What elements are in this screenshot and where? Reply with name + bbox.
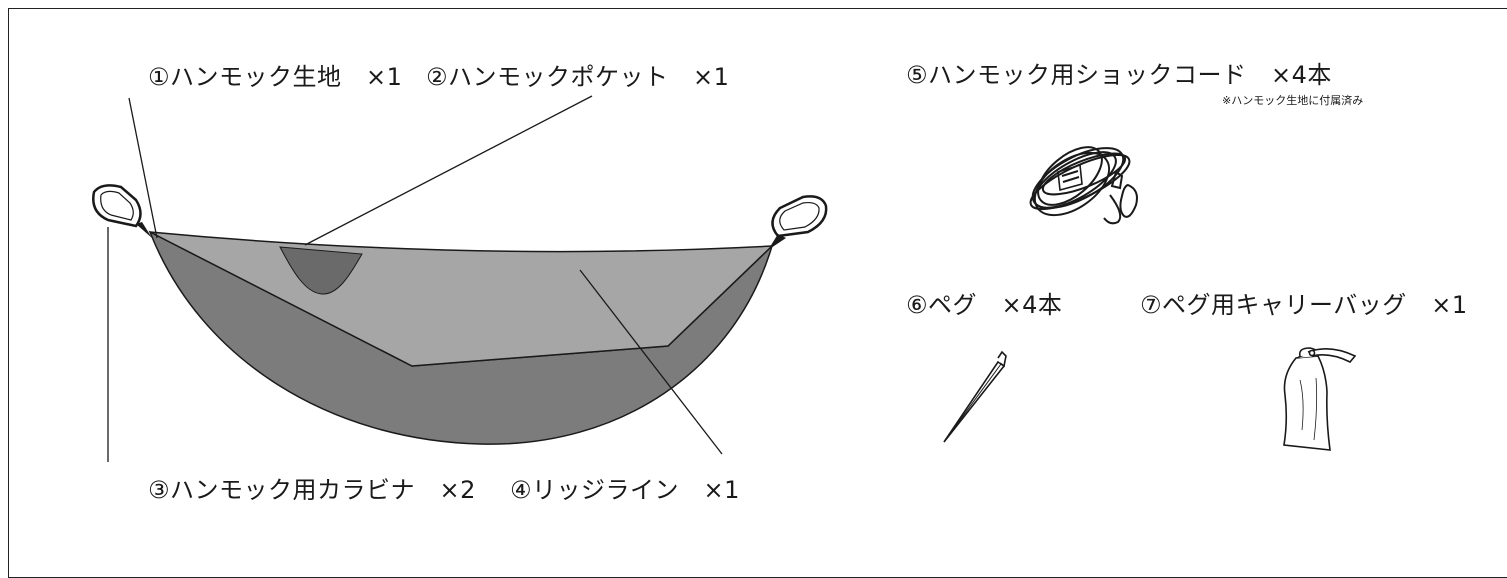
- hammock-body: [148, 230, 774, 445]
- shock-cord-icon: [1029, 146, 1138, 225]
- label-ridgeline: ④リッジライン ×1: [510, 476, 740, 504]
- hammock-pocket-shape: [279, 246, 363, 295]
- peg-bag-icon: [1283, 347, 1357, 451]
- carabiner-left-icon: [92, 184, 152, 238]
- carabiner-right-icon: [768, 195, 828, 250]
- label-hammock-fabric: ①ハンモック生地 ×1: [148, 63, 403, 91]
- shock-cord-note: ※ハンモック生地に付属済み: [1222, 94, 1364, 107]
- peg-icon: [943, 350, 1007, 443]
- parts-illustration: [92, 95, 1357, 462]
- label-peg-bag: ⑦ペグ用キャリーバッグ ×1: [1140, 291, 1468, 319]
- label-carabiner: ③ハンモック用カラビナ ×2: [148, 476, 476, 504]
- label-hammock-pocket: ②ハンモックポケット ×1: [426, 63, 730, 91]
- leader-lines: [107, 95, 723, 462]
- label-shock-cord: ⑤ハンモック用ショックコード ×4本: [906, 61, 1332, 89]
- label-peg: ⑥ペグ ×4本: [906, 291, 1063, 319]
